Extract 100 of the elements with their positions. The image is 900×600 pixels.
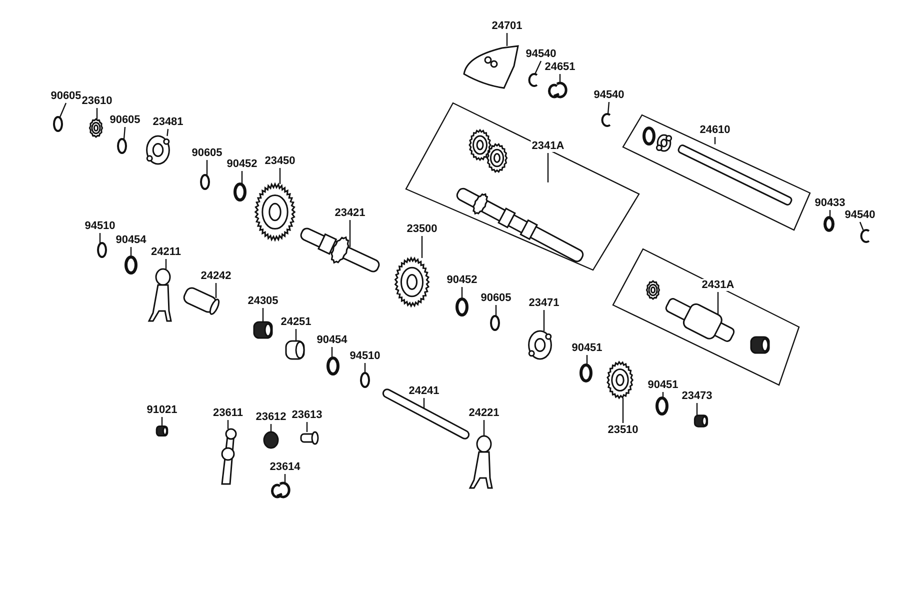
callout-number: 23613 bbox=[290, 409, 324, 421]
callout-number: 94510 bbox=[84, 220, 116, 232]
clip-icon bbox=[601, 113, 610, 127]
circlip-icon bbox=[117, 138, 127, 154]
callout-number: 24242 bbox=[200, 270, 232, 282]
leader-line bbox=[547, 153, 549, 182]
callout-number: 24211 bbox=[150, 246, 182, 258]
callout-number: 24305 bbox=[246, 295, 280, 307]
hub-icon bbox=[146, 135, 170, 165]
callout-number: 23450 bbox=[264, 155, 296, 167]
leader-line bbox=[99, 233, 101, 243]
clip-icon bbox=[860, 229, 870, 243]
leader-line bbox=[206, 160, 208, 175]
washer-icon bbox=[656, 396, 668, 416]
leader-line bbox=[262, 308, 264, 322]
callout-number: 90433 bbox=[814, 197, 846, 209]
leader-line bbox=[215, 283, 217, 298]
callout-number: 90452 bbox=[446, 274, 478, 286]
callout-number: 90451 bbox=[646, 379, 680, 391]
leader-line bbox=[483, 420, 485, 436]
shift-fork-icon bbox=[148, 268, 172, 322]
pin-icon bbox=[300, 431, 319, 445]
gear-icon bbox=[254, 182, 296, 242]
bearing-icon bbox=[694, 414, 708, 428]
circlip-icon bbox=[97, 242, 107, 258]
leader-line bbox=[696, 403, 698, 416]
leader-line bbox=[534, 60, 542, 74]
leader-line bbox=[241, 171, 243, 184]
callout-number: 90454 bbox=[114, 234, 148, 246]
leader-line bbox=[495, 305, 497, 316]
leader-line bbox=[306, 422, 308, 432]
washer-icon bbox=[124, 256, 138, 274]
leader-line bbox=[349, 220, 351, 247]
clip-icon bbox=[528, 73, 538, 87]
callout-number: 90605 bbox=[480, 292, 512, 304]
callout-number: 94510 bbox=[348, 350, 382, 362]
washer-icon bbox=[456, 298, 468, 316]
callout-number: 2341A bbox=[530, 140, 566, 152]
leader-line bbox=[622, 398, 624, 423]
lever-icon bbox=[221, 428, 237, 485]
leader-line bbox=[607, 102, 610, 114]
leader-line bbox=[543, 310, 545, 331]
sprocket-icon bbox=[88, 118, 104, 138]
leader-line bbox=[506, 33, 508, 46]
leader-line bbox=[717, 292, 719, 314]
hub-icon bbox=[528, 330, 552, 360]
leader-line bbox=[859, 222, 864, 230]
callout-number: 23473 bbox=[680, 390, 714, 402]
callout-number: 2431A bbox=[700, 279, 736, 291]
callout-number: 90605 bbox=[190, 147, 224, 159]
callout-number: 90605 bbox=[50, 90, 82, 102]
callout-number: 24241 bbox=[408, 385, 440, 397]
callout-number: 23611 bbox=[212, 407, 244, 419]
ball-icon bbox=[263, 431, 279, 449]
sector-plate-icon bbox=[463, 45, 519, 89]
leader-line bbox=[59, 102, 67, 118]
callout-number: 23481 bbox=[152, 116, 184, 128]
callout-number: 23510 bbox=[606, 424, 640, 436]
spring-icon bbox=[270, 482, 290, 498]
cap-icon bbox=[156, 425, 168, 437]
callout-number: 23610 bbox=[80, 95, 114, 107]
leader-line bbox=[165, 259, 167, 269]
callout-number: 24651 bbox=[544, 61, 576, 73]
collar-icon bbox=[285, 340, 305, 360]
callout-number: 90454 bbox=[316, 334, 348, 346]
callout-number: 94540 bbox=[844, 209, 876, 221]
callout-number: 23471 bbox=[528, 297, 560, 309]
callout-number: 24610 bbox=[698, 124, 732, 136]
leader-line bbox=[123, 126, 126, 140]
circlip-icon bbox=[53, 116, 63, 132]
callout-number: 24701 bbox=[490, 20, 524, 32]
leader-line bbox=[161, 417, 163, 426]
leader-line bbox=[421, 236, 423, 258]
washer-icon bbox=[326, 356, 340, 376]
callout-number: 94540 bbox=[524, 48, 558, 60]
circlip-icon bbox=[200, 174, 210, 190]
callout-number: 24251 bbox=[280, 316, 312, 328]
leader-line bbox=[364, 363, 366, 373]
callout-number: 90605 bbox=[108, 114, 142, 126]
callout-number: 23614 bbox=[268, 461, 302, 473]
spring-icon bbox=[548, 82, 568, 98]
washer-icon bbox=[824, 216, 834, 232]
leader-line bbox=[586, 355, 588, 365]
washer-icon bbox=[234, 182, 246, 202]
gear-icon bbox=[606, 360, 634, 400]
circlip-icon bbox=[490, 315, 500, 331]
callout-number: 90451 bbox=[570, 342, 604, 354]
gear-icon bbox=[394, 256, 430, 308]
leader-line bbox=[96, 108, 98, 119]
leader-line bbox=[461, 287, 463, 299]
bearing-icon bbox=[253, 321, 273, 339]
callout-number: 23421 bbox=[334, 207, 366, 219]
callout-number: 23500 bbox=[406, 223, 438, 235]
shift-fork-icon bbox=[468, 435, 493, 489]
leader-line bbox=[331, 347, 333, 358]
callout-number: 91021 bbox=[146, 404, 178, 416]
leader-line bbox=[295, 329, 297, 341]
leader-line bbox=[166, 128, 169, 136]
callout-number: 24221 bbox=[468, 407, 500, 419]
leader-line bbox=[279, 168, 281, 184]
